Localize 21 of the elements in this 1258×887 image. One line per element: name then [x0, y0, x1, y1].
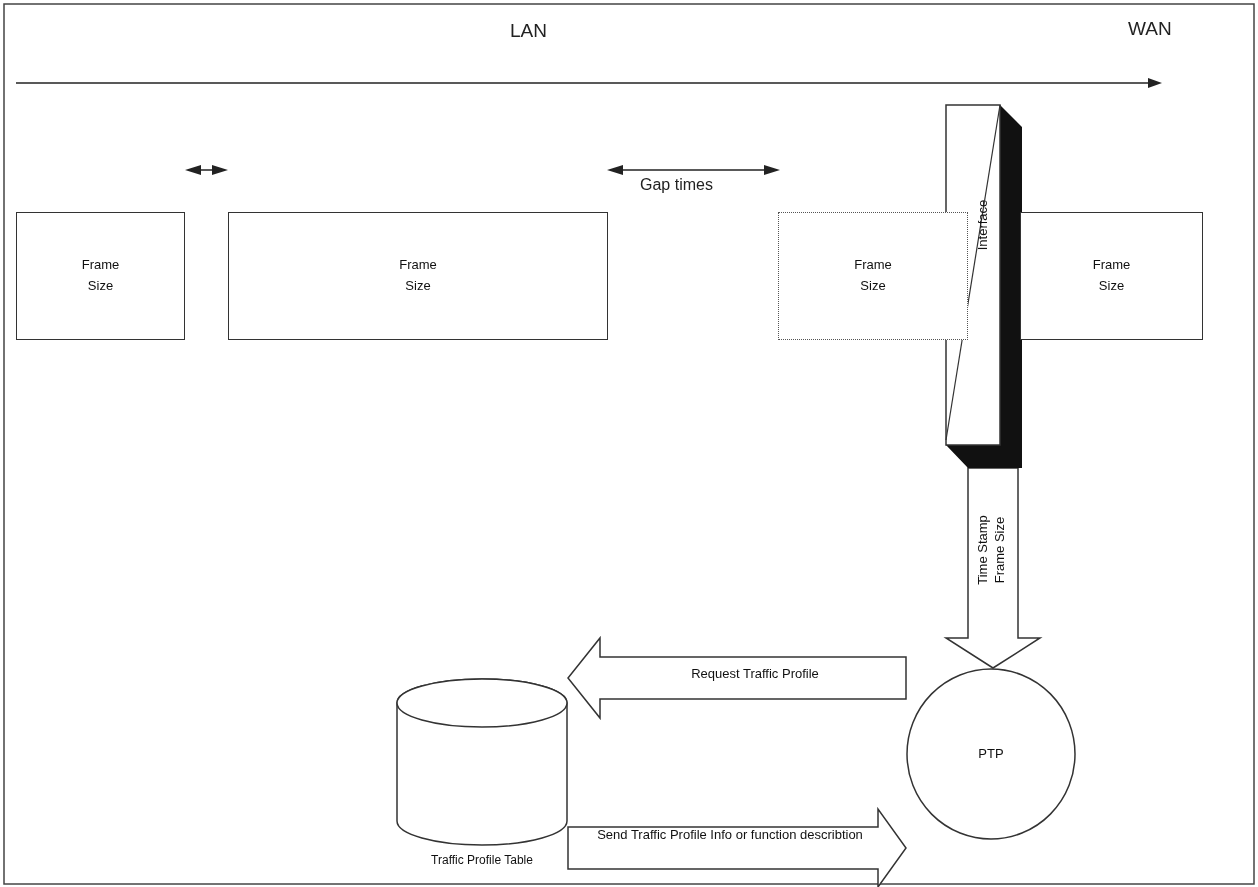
network-label: WAN	[1128, 18, 1172, 40]
frame-box	[778, 212, 968, 340]
node-label: Frame Size	[398, 256, 438, 295]
edge-label: Time Stamp Frame Size	[975, 514, 1008, 587]
edge-label: Request Traffic Profile	[690, 665, 820, 683]
node-label: Traffic Profile Table	[430, 851, 534, 869]
node-label: PTP	[978, 744, 1004, 763]
node-label: Frame Size	[853, 256, 893, 295]
network-label: LAN	[510, 20, 547, 42]
edge-label: Send Traffic Profile Info or function describtion	[596, 826, 864, 844]
ptp-circle	[906, 668, 1076, 840]
node-label: Frame Size	[1091, 256, 1132, 295]
frame-box	[228, 212, 608, 340]
frame-box	[1020, 212, 1203, 340]
node-label: Interface	[973, 199, 991, 251]
frame-box	[16, 212, 185, 340]
block-arrow	[567, 806, 907, 887]
block-arrow	[567, 635, 907, 721]
gap-label: Gap times	[640, 176, 713, 194]
block-arrow	[943, 467, 1043, 669]
node-label: Frame Size	[80, 256, 121, 295]
